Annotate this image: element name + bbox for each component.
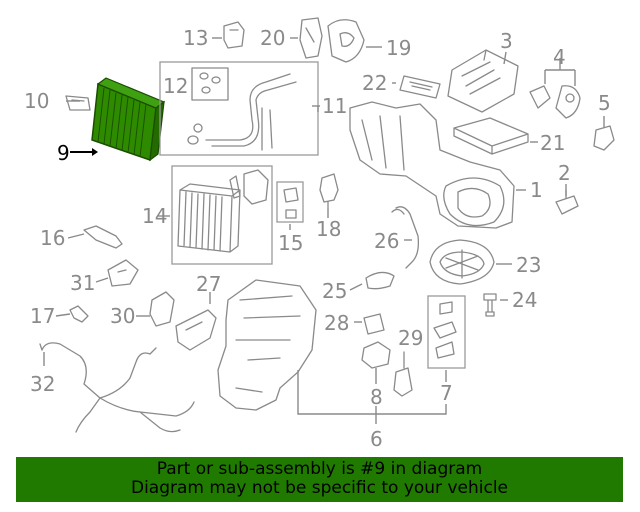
sensor-part-18 — [319, 173, 339, 209]
seal-part-20 — [299, 17, 323, 59]
callout-4: 4 — [553, 45, 566, 69]
arrow-part-9 — [92, 148, 98, 156]
sensor-part-16 — [83, 225, 123, 249]
callout-11: 11 — [322, 94, 347, 118]
callout-32: 32 — [30, 372, 55, 396]
screw-kit-box-7 — [427, 295, 466, 369]
evaporator-part-14 — [177, 183, 241, 253]
callout-28: 28 — [324, 311, 349, 335]
callout-31: 31 — [70, 271, 95, 295]
heater-pipes-part-11 — [187, 73, 297, 151]
wiring-harness-part-32 — [39, 342, 195, 433]
heater-core-part-9[interactable] — [91, 77, 166, 162]
callout-19: 19 — [386, 36, 411, 60]
callout-3: 3 — [500, 29, 513, 53]
duct-part-25 — [365, 271, 395, 290]
actuator-part-4b — [555, 85, 581, 119]
sensor-part-2 — [555, 189, 579, 215]
callout-27: 27 — [196, 272, 221, 296]
blower-housing-part-1 — [349, 101, 515, 229]
callout-6: 6 — [370, 427, 383, 451]
notice-banner: Part or sub-assembly is #9 in diagram Di… — [16, 457, 623, 502]
callout-24: 24 — [512, 288, 537, 312]
callout-22: 22 — [362, 71, 387, 95]
sensor-part-15 — [283, 187, 299, 219]
callout-23: 23 — [516, 253, 541, 277]
sensor-part-15-holder — [229, 169, 269, 205]
bolt-part-24 — [483, 293, 497, 317]
connector-part-13 — [223, 21, 245, 49]
callout-20: 20 — [260, 26, 285, 50]
callout-16: 16 — [40, 226, 65, 250]
banner-line-2: Diagram may not be specific to your vehi… — [130, 478, 508, 498]
bracket-part-8 — [361, 341, 391, 369]
banner-line-1: Part or sub-assembly is #9 in diagram — [156, 459, 483, 479]
callout-9: 9 — [57, 141, 70, 165]
actuator-part-4a — [529, 85, 551, 109]
actuator-part-27 — [175, 309, 217, 351]
callout-8: 8 — [370, 385, 383, 409]
hose-part-26 — [391, 206, 420, 269]
callout-15: 15 — [278, 231, 303, 255]
resistor-part-22 — [399, 75, 441, 99]
bracket-part-31 — [107, 259, 139, 287]
o-ring-kit-part-12 — [191, 67, 229, 101]
sensor-part-28 — [363, 313, 385, 335]
callout-30: 30 — [110, 304, 135, 328]
parts-diagram: 1 2 3 4 5 6 7 8 9 10 11 12 13 14 15 16 1… — [24, 17, 615, 451]
hvac-case — [217, 279, 317, 411]
callout-26: 26 — [374, 229, 399, 253]
actuator-housing-part-3 — [447, 49, 519, 113]
blower-motor-part-23 — [429, 239, 495, 285]
callout-12: 12 — [163, 74, 188, 98]
bracket-part-30 — [149, 291, 175, 327]
callout-5: 5 — [598, 91, 611, 115]
sensor-kit-box-15 — [276, 181, 304, 223]
callout-7: 7 — [440, 381, 453, 405]
leader-lines — [43, 37, 605, 424]
callout-25: 25 — [322, 279, 347, 303]
callout-13: 13 — [183, 26, 208, 50]
callout-14: 14 — [142, 204, 167, 228]
actuator-part-5 — [593, 125, 615, 151]
callout-29: 29 — [398, 326, 423, 350]
sensor-part-29 — [393, 351, 413, 397]
callout-10: 10 — [24, 89, 49, 113]
callout-21: 21 — [540, 131, 565, 155]
cabin-filter-part-21 — [453, 117, 529, 155]
flange-part-19 — [327, 19, 365, 63]
sensor-part-17 — [69, 305, 89, 323]
cabin-core-box — [171, 165, 273, 265]
leader-part-4 — [544, 58, 576, 86]
bracket-part-10 — [65, 95, 91, 111]
callout-17: 17 — [30, 304, 55, 328]
callout-2: 2 — [558, 161, 571, 185]
screws-part-7 — [433, 301, 457, 359]
callout-18: 18 — [316, 217, 341, 241]
callout-1: 1 — [530, 178, 543, 202]
